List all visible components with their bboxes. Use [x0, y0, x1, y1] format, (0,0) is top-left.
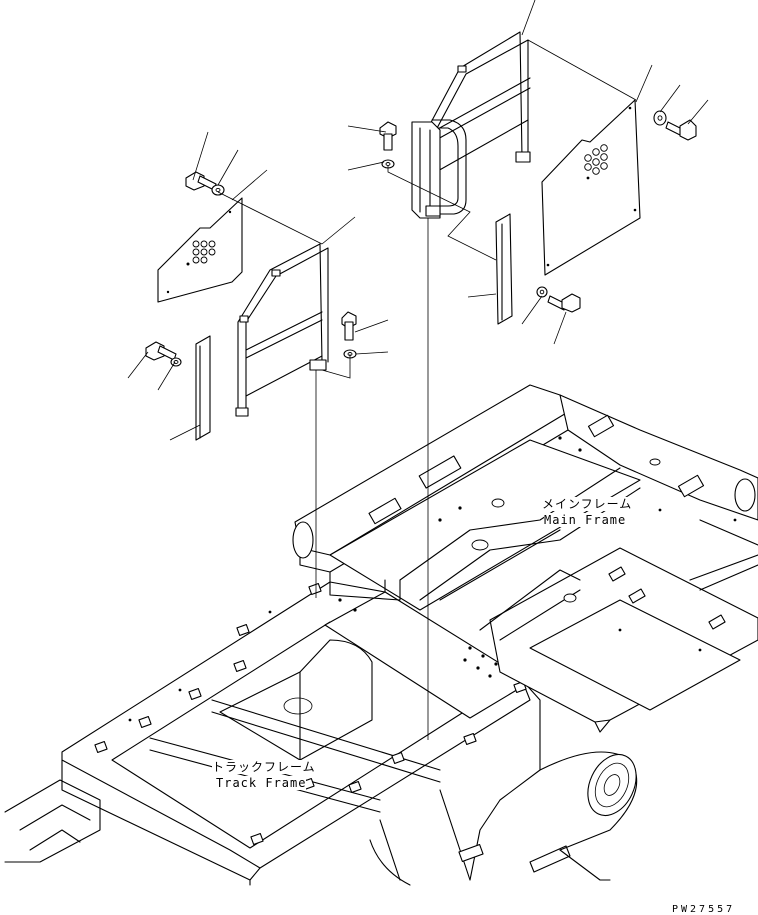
track-frame-label-en: Track Frame — [216, 776, 307, 790]
left-handrail-assembly — [127, 131, 389, 598]
track-frame — [4, 581, 638, 886]
track-frame-label-jp: トラックフレーム — [212, 760, 316, 774]
bolt-washer-set-mid — [341, 311, 357, 359]
main-frame-bolt-dots — [438, 436, 737, 652]
bolt-washer-set-top-center — [379, 121, 397, 169]
right-handrail-assembly — [347, 0, 709, 740]
right-plate-holes — [546, 106, 637, 267]
bolt-washer-set-top-left — [185, 171, 225, 196]
idler-roller — [539, 751, 638, 851]
main-frame — [292, 384, 758, 733]
bolt-washer-set-top-right — [653, 110, 697, 141]
frame-mount-pads — [94, 582, 527, 846]
main-frame-label-jp: メインフレーム — [542, 497, 633, 511]
drawing-code: PW27557 — [672, 904, 736, 915]
bolt-washer-set-left — [145, 341, 182, 367]
left-plate-holes — [166, 210, 232, 294]
bolt-washer-set-right — [536, 286, 581, 313]
main-frame-label-en: Main Frame — [544, 513, 627, 527]
frame-bolt-dots — [128, 598, 498, 722]
